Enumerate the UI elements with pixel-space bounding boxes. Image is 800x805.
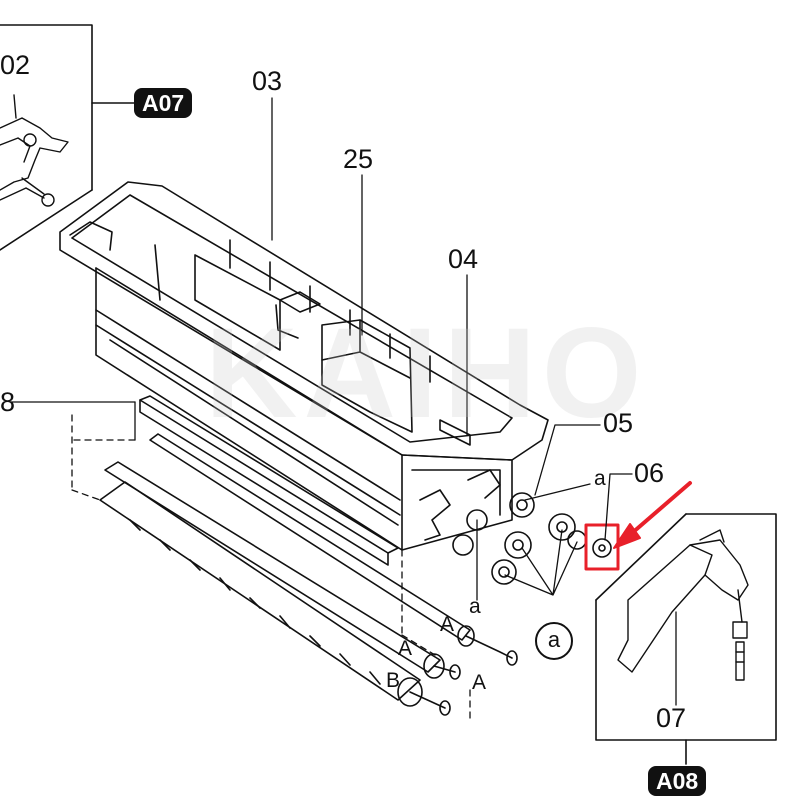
label-left-edge: 8 <box>0 387 16 417</box>
label-part-07: 07 <box>656 703 687 733</box>
label-part-06: 06 <box>634 458 665 488</box>
label-ref-a-circled: a <box>535 622 573 660</box>
badge-a07: A07 <box>134 88 193 118</box>
roller-shaft-1 <box>149 433 518 666</box>
label-part-05: 05 <box>603 408 634 438</box>
inset-box-a07 <box>0 24 136 251</box>
main-housing <box>59 181 549 551</box>
leader-lines <box>9 97 633 721</box>
inset-box-a08 <box>595 513 777 765</box>
label-roller-b: B <box>386 669 401 692</box>
badge-a08: A08 <box>648 766 707 796</box>
inset-a07-part <box>0 94 69 207</box>
lever-part-07 <box>617 529 749 681</box>
roller-main-drum <box>99 481 451 716</box>
label-ref-a-upper: a <box>594 467 606 490</box>
roller-upper-bar <box>139 395 399 566</box>
label-roller-a-2: A <box>398 637 413 660</box>
label-part-25: 25 <box>343 144 374 174</box>
label-ref-a-lower: a <box>469 595 481 618</box>
highlight-box <box>584 523 620 571</box>
e-ring-06 <box>592 538 612 558</box>
highlight-arrow <box>613 481 692 549</box>
label-roller-a-3: A <box>472 671 487 694</box>
label-part-03: 03 <box>252 66 283 96</box>
label-roller-a-1: A <box>440 613 455 636</box>
label-part-04: 04 <box>448 244 479 274</box>
label-part-02: 02 <box>0 50 31 80</box>
gear-assembly <box>419 469 587 585</box>
